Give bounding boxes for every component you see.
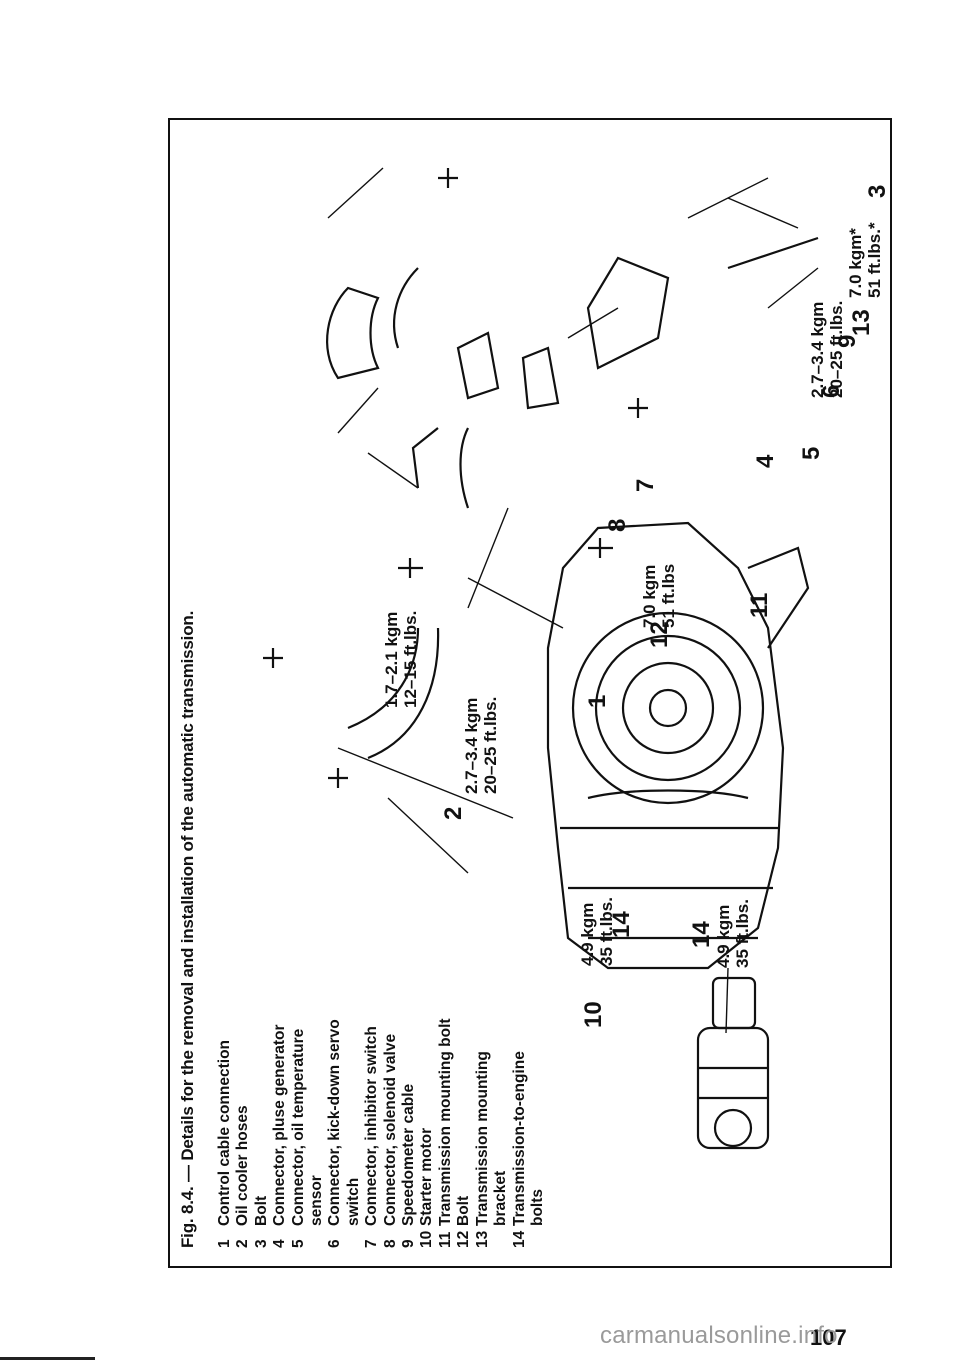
control-cable (411, 427, 470, 509)
transmission-housing (546, 521, 785, 970)
watermark: carmanualsonline.info (600, 1322, 838, 1349)
callout-11: 11 (746, 592, 773, 618)
transmission-drawing (263, 167, 819, 1150)
oil-cooler-hoses (347, 627, 440, 760)
figure-frame (168, 118, 892, 1268)
callout-7: 7 (632, 478, 659, 492)
torque-converter (571, 611, 765, 805)
rotated-figure: Fig. 8.4. — Details for the removal and … (168, 118, 892, 1268)
callout-13: 13 (848, 309, 875, 336)
starter-motor (696, 1026, 770, 1150)
torque-label: 7.0 kgm*51 ft.lbs.* (846, 222, 884, 298)
callout-4: 4 (752, 454, 779, 468)
mount-bracket (747, 546, 810, 649)
callout-14b: 14 (688, 921, 715, 948)
callout-10: 10 (580, 1001, 607, 1028)
callout-12: 12 (646, 621, 673, 648)
callout-14a: 14 (608, 911, 635, 938)
callout-3: 3 (864, 184, 891, 198)
callout-2: 2 (440, 806, 467, 820)
callout-8: 8 (604, 518, 631, 532)
callout-1: 1 (584, 694, 611, 708)
page-number: 107 (810, 1325, 847, 1350)
speedometer-cable (727, 236, 819, 270)
bolts (263, 168, 648, 788)
callout-9: 9 (834, 334, 861, 348)
scan-mark (0, 1357, 95, 1360)
mounting-bracket (586, 256, 670, 370)
callout-6: 6 (818, 384, 845, 398)
callout-5: 5 (798, 446, 825, 460)
connectors (456, 331, 560, 410)
